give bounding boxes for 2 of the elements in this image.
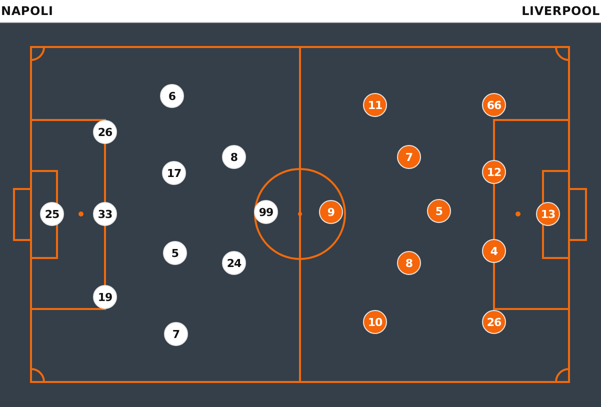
team-name: NAPOLI <box>0 4 54 18</box>
team-name: LIVERPOOL <box>520 4 601 18</box>
